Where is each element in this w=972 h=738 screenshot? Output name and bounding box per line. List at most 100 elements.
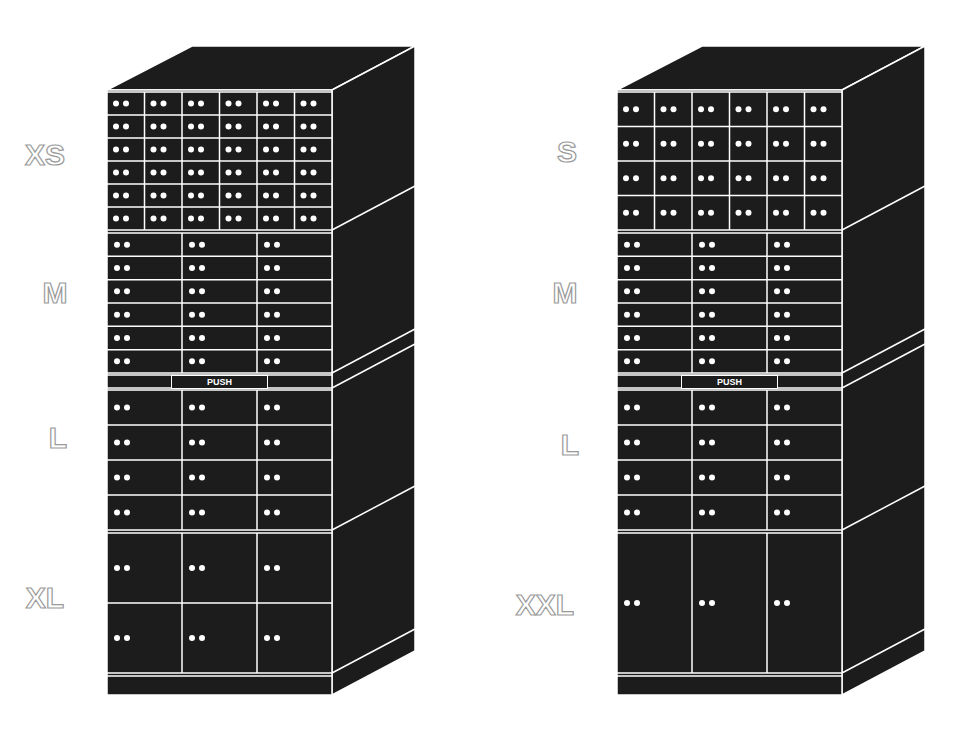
drawer-dot xyxy=(236,216,242,222)
size-label: XXL xyxy=(516,590,574,620)
drawer-dot xyxy=(273,147,279,153)
drawer-dot xyxy=(236,170,242,176)
size-label: L xyxy=(49,423,67,453)
drawer-dot xyxy=(274,565,280,571)
drawer-dot xyxy=(821,141,827,147)
drawer-dot xyxy=(273,170,279,176)
drawer-line xyxy=(804,92,806,230)
drawer-dot xyxy=(273,216,279,222)
drawer-line xyxy=(842,344,925,388)
drawer-dot xyxy=(123,101,129,107)
drawer-line xyxy=(617,675,842,677)
drawer-line xyxy=(842,486,925,530)
drawer-dot xyxy=(161,124,167,130)
drawer-dot xyxy=(634,242,640,248)
size-label: XS xyxy=(25,140,65,170)
drawer-dot xyxy=(708,106,714,112)
drawer-dot xyxy=(274,335,280,341)
drawer-dot xyxy=(189,440,195,446)
drawer-dot xyxy=(311,147,317,153)
drawer-dot xyxy=(699,405,705,411)
drawer-dot xyxy=(114,565,120,571)
drawer-dot xyxy=(114,288,120,294)
drawer-dot xyxy=(199,288,205,294)
drawer-dot xyxy=(783,175,789,181)
drawer-dot xyxy=(623,175,629,181)
drawer-line xyxy=(219,92,221,230)
drawer-dot xyxy=(773,210,779,216)
drawer-dot xyxy=(161,216,167,222)
drawer-dot xyxy=(198,147,204,153)
drawer-dot xyxy=(264,242,270,248)
drawer-line xyxy=(107,675,332,677)
drawer-dot xyxy=(189,635,195,641)
drawer-dot xyxy=(661,210,667,216)
drawer-line xyxy=(617,372,842,374)
drawer-dot xyxy=(773,106,779,112)
drawer-dot xyxy=(661,106,667,112)
drawer-dot xyxy=(124,242,130,248)
drawer-dot xyxy=(264,265,270,271)
drawer-dot xyxy=(123,124,129,130)
drawer-dot xyxy=(708,175,714,181)
drawer-dot xyxy=(264,565,270,571)
drawer-dot xyxy=(199,242,205,248)
drawer-dot xyxy=(774,440,780,446)
size-label: M xyxy=(553,278,578,308)
drawer-dot xyxy=(151,147,157,153)
drawer-line xyxy=(766,233,768,373)
drawer-line xyxy=(332,186,415,230)
drawer-dot xyxy=(821,175,827,181)
drawer-dot xyxy=(189,510,195,516)
drawer-line xyxy=(617,672,842,674)
drawer-dot xyxy=(114,242,120,248)
drawer-dot xyxy=(124,635,130,641)
drawer-line xyxy=(617,389,842,391)
drawer-dot xyxy=(699,510,705,516)
drawer-line xyxy=(107,459,332,461)
drawer-line xyxy=(617,302,842,304)
drawer-dot xyxy=(624,600,630,606)
drawer-dot xyxy=(634,335,640,341)
drawer-dot xyxy=(263,147,269,153)
drawer-dot xyxy=(311,101,317,107)
drawer-dot xyxy=(226,147,232,153)
drawer-dot xyxy=(198,101,204,107)
drawer-dot xyxy=(634,440,640,446)
drawer-line xyxy=(256,233,258,373)
drawer-dot xyxy=(226,216,232,222)
drawer-dot xyxy=(189,265,195,271)
drawer-dot xyxy=(671,106,677,112)
push-text: PUSH xyxy=(717,378,742,387)
drawer-dot xyxy=(161,147,167,153)
drawer-dot xyxy=(188,147,194,153)
drawer-dot xyxy=(189,335,195,341)
drawer-dot xyxy=(773,141,779,147)
drawer-dot xyxy=(774,600,780,606)
drawer-dot xyxy=(783,210,789,216)
drawer-dot xyxy=(746,141,752,147)
drawer-dot xyxy=(698,175,704,181)
drawer-dot xyxy=(263,216,269,222)
drawer-line xyxy=(617,532,842,534)
drawer-line xyxy=(766,390,768,530)
drawer-line xyxy=(256,390,258,530)
drawer-line xyxy=(691,533,693,673)
drawer-dot xyxy=(624,288,630,294)
drawer-line xyxy=(107,424,332,426)
drawer-dot xyxy=(624,358,630,364)
drawer-dot xyxy=(226,101,232,107)
drawer-line xyxy=(181,92,183,230)
drawer-line xyxy=(144,92,146,230)
drawer-dot xyxy=(623,106,629,112)
drawer-dot xyxy=(113,216,119,222)
drawer-dot xyxy=(633,210,639,216)
drawer-dot xyxy=(198,124,204,130)
drawer-dot xyxy=(311,216,317,222)
drawer-dot xyxy=(114,265,120,271)
drawer-dot xyxy=(709,510,715,516)
drawer-dot xyxy=(274,358,280,364)
drawer-dot xyxy=(124,475,130,481)
drawer-dot xyxy=(274,405,280,411)
drawer-dot xyxy=(263,124,269,130)
